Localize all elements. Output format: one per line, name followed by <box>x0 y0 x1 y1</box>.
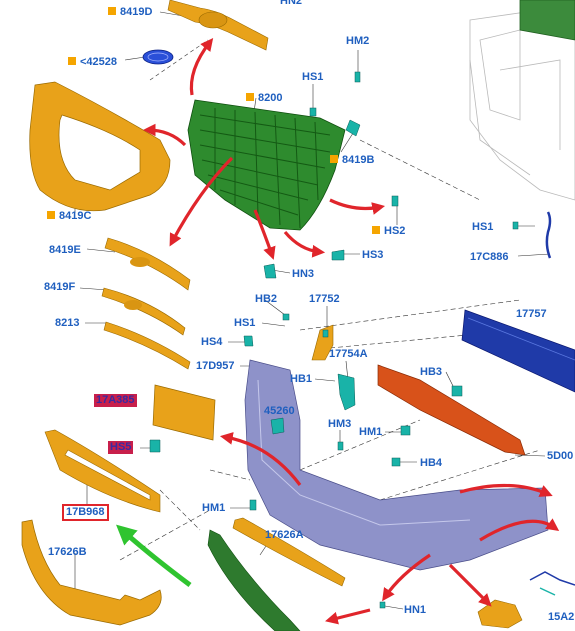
bumper-reinforcement-17757 <box>461 309 575 393</box>
label-15A2: 15A2 <box>548 611 575 623</box>
label-hs4: HS4 <box>201 336 223 348</box>
marker-square <box>330 155 338 163</box>
label-17626B: 17626B <box>48 546 87 558</box>
green-pointer-arrow <box>116 524 192 587</box>
lower-trim-green <box>207 529 301 631</box>
label-hs1-c: HS1 <box>234 317 256 329</box>
hose-17C886 <box>545 211 552 259</box>
label-8419C: 8419C <box>47 210 91 223</box>
lip-17626A <box>232 517 346 587</box>
fog-bezel-15A2 <box>477 599 523 629</box>
label-hs1-b: HS1 <box>472 221 494 233</box>
clip-fastener-icon <box>149 71 519 609</box>
label-hs2: HS2 <box>372 225 405 238</box>
label-hs5: HS5 <box>108 441 134 454</box>
label-hn1: HN1 <box>404 604 427 616</box>
label-8213: 8213 <box>55 317 80 329</box>
red-arrows <box>142 37 560 625</box>
label-hm1-b: HM1 <box>202 502 226 514</box>
label-hb2: HB2 <box>255 293 278 305</box>
label-17B968: 17B968 <box>62 504 109 521</box>
marker-square <box>68 57 76 65</box>
main-grille-8200 <box>187 99 346 231</box>
marker-square <box>246 93 254 101</box>
label-42528: <42528 <box>68 56 117 69</box>
label-hs3: HS3 <box>362 249 384 261</box>
grille-surround-8419C <box>29 81 171 212</box>
upper-grille-bar-8419D <box>167 0 269 51</box>
label-hm2: HM2 <box>346 35 370 47</box>
label-17C886: 17C886 <box>470 251 509 263</box>
label-17752: 17752 <box>309 293 340 305</box>
label-8419D: 8419D <box>108 6 152 19</box>
label-text: 8419D <box>120 6 153 18</box>
wiring-harness <box>529 571 575 596</box>
marker-square <box>108 7 116 15</box>
label-hb4: HB4 <box>420 457 443 469</box>
radiator-support <box>469 0 575 201</box>
oval-emblem-icon <box>142 49 174 65</box>
grille-bar-8419E <box>104 237 191 291</box>
label-hm1-a: HM1 <box>359 426 383 438</box>
label-hn3: HN3 <box>292 268 315 280</box>
label-text: HS2 <box>384 225 406 237</box>
label-hn2-top: HN2 <box>280 0 303 7</box>
license-plate-bracket <box>152 384 216 441</box>
label-8419F: 8419F <box>44 281 76 293</box>
label-hs1-a: HS1 <box>302 71 324 83</box>
label-17757: 17757 <box>516 308 547 320</box>
label-17D957: 17D957 <box>196 360 235 372</box>
energy-absorber <box>377 364 526 456</box>
label-17626A: 17626A <box>265 529 304 541</box>
label-8419E: 8419E <box>49 244 81 256</box>
label-8419B: 8419B <box>330 154 374 167</box>
label-8200: 8200 <box>246 92 282 105</box>
label-hm3: HM3 <box>328 418 352 430</box>
label-hb3: HB3 <box>420 366 443 378</box>
marker-square <box>47 211 55 219</box>
lower-grille-17B968 <box>44 429 161 513</box>
label-text: 8419C <box>59 210 92 222</box>
label-5D00: 5D00 <box>547 450 574 462</box>
label-45260: 45260 <box>264 405 295 417</box>
grille-bar-8419F <box>101 287 186 336</box>
grille-bar-8213 <box>103 321 191 370</box>
label-hb1: HB1 <box>290 373 313 385</box>
label-text: 8419B <box>342 154 375 166</box>
skid-17626B <box>21 519 162 626</box>
marker-square <box>372 226 380 234</box>
label-text: <42528 <box>80 56 118 68</box>
label-text: 8200 <box>258 92 283 104</box>
label-17754A: 17754A <box>329 348 368 360</box>
label-17A385: 17A385 <box>94 394 137 407</box>
